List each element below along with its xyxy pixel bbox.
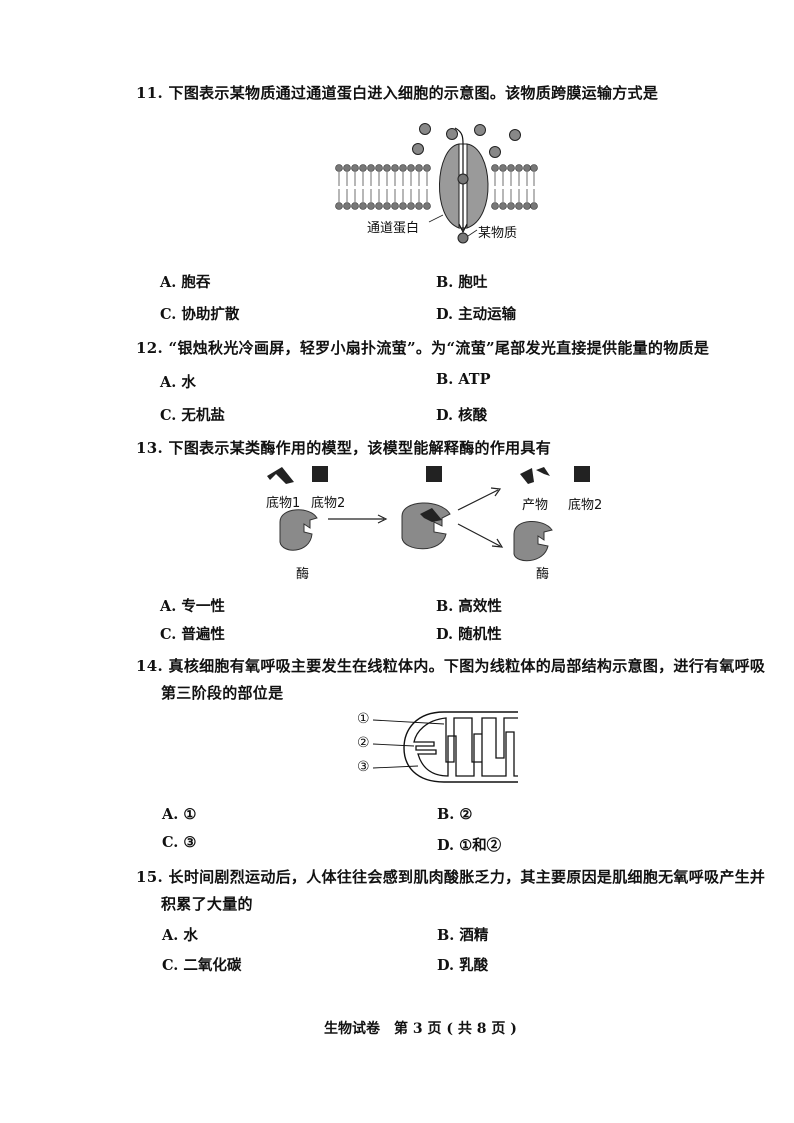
q12-option-a: A. 水 xyxy=(160,374,196,391)
q13-stem: 13. 下图表示某类酶作用的模型，该模型能解释酶的作用具有 xyxy=(136,439,552,457)
enzyme-model-figure xyxy=(267,466,590,562)
membrane-channel-figure xyxy=(335,123,538,244)
substance-label: 某物质 xyxy=(478,226,518,241)
q11-stem: 11. 下图表示某物质通过通道蛋白进入细胞的示意图。该物质跨膜运输方式是 xyxy=(136,84,659,102)
mitochondrion-figure xyxy=(372,711,518,783)
q15-stem-line1: 15. 长时间剧烈运动后，人体往往会感到肌肉酸胀乏力，其主要原因是肌细胞无氧呼吸… xyxy=(136,868,766,886)
q11-option-d: D. 主动运输 xyxy=(436,306,517,323)
q12-option-c: C. 无机盐 xyxy=(160,407,225,424)
q11-option-a: A. 胞吞 xyxy=(160,274,211,291)
marker-3: ③ xyxy=(357,759,370,775)
q13-option-a: A. 专一性 xyxy=(160,598,225,615)
q15-stem-line2: 积累了大量的 xyxy=(161,895,253,913)
q13-option-d: D. 随机性 xyxy=(436,626,502,643)
q11-option-c: C. 协助扩散 xyxy=(160,306,240,323)
q15-option-a: A. 水 xyxy=(162,927,198,944)
enzyme-label-left: 酶 xyxy=(296,567,310,582)
substrate2-label: 底物2 xyxy=(311,496,346,511)
q15-option-c: C. 二氧化碳 xyxy=(162,957,242,974)
q14-option-a: A. ① xyxy=(162,806,197,823)
page-footer: 生物试卷 第 3 页 ( 共 8 页 ) xyxy=(324,1021,517,1037)
channel-protein-label: 通道蛋白 xyxy=(367,221,420,236)
marker-2: ② xyxy=(357,735,370,751)
q12-option-d: D. 核酸 xyxy=(436,407,488,424)
q14-option-c: C. ③ xyxy=(162,834,197,851)
substrate2-right-label: 底物2 xyxy=(568,498,603,513)
q11-option-b: B. 胞吐 xyxy=(436,274,488,291)
enzyme-label-right: 酶 xyxy=(536,567,550,582)
q12-stem: 12. “银烛秋光冷画屏，轻罗小扇扑流萤”。为“流萤”尾部发光直接提供能量的物质… xyxy=(136,339,710,357)
q13-option-c: C. 普遍性 xyxy=(160,626,225,643)
q15-option-b: B. 酒精 xyxy=(437,927,489,944)
q13-option-b: B. 高效性 xyxy=(436,598,502,615)
q12-option-b: B. ATP xyxy=(436,371,491,388)
q14-stem-line2: 第三阶段的部位是 xyxy=(161,684,284,702)
q14-stem-line1: 14. 真核细胞有氧呼吸主要发生在线粒体内。下图为线粒体的局部结构示意图，进行有… xyxy=(136,657,766,675)
product-label: 产物 xyxy=(522,498,549,513)
q14-option-b: B. ② xyxy=(437,806,473,823)
q15-option-d: D. 乳酸 xyxy=(437,957,489,974)
marker-1: ① xyxy=(357,711,370,727)
substrate1-label: 底物1 xyxy=(266,496,301,511)
q14-option-d: D. ①和② xyxy=(437,837,502,854)
